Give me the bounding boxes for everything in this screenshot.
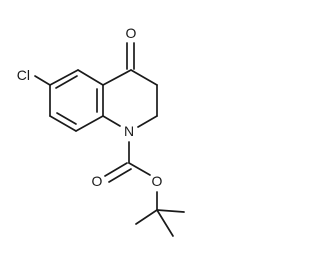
chlorine-label: Cl (17, 67, 30, 83)
carbamate-double-bond-a (104, 162, 128, 177)
benzene-ring (49, 69, 104, 132)
bond-c6-cl (34, 75, 51, 86)
nitrogen-label: N (124, 123, 134, 139)
bond-c4a-c4 (102, 69, 132, 86)
piperidinone-ring (102, 69, 158, 128)
carbamate-double-bond-b (108, 168, 132, 183)
aromatic-inner-bond-2 (56, 112, 77, 125)
bond-c7-c8 (49, 115, 77, 132)
boc-group: O O (92, 141, 185, 237)
ester-oxygen-label: O (152, 173, 163, 189)
bond-tert-c-methyl-left (135, 209, 158, 225)
bond-c5-c6 (49, 69, 79, 86)
bond-tert-c-methyl-down (156, 209, 174, 237)
aromatic-inner-bond-1 (55, 75, 78, 89)
chemical-structure: Cl O N O O (17, 25, 185, 237)
ketone-oxygen-label: O (126, 25, 137, 41)
bond-tert-c-methyl-right (156, 209, 185, 213)
bond-c4-c3 (130, 69, 158, 86)
carbamate-oxygen-label: O (92, 173, 103, 189)
bond-n1-c8a (102, 115, 121, 127)
bond-c2-n1 (137, 115, 158, 128)
bond-carbamate-c-ester-o (128, 162, 151, 176)
bond-c8-c8a (75, 115, 104, 132)
bond-c4a-c5 (77, 69, 104, 86)
